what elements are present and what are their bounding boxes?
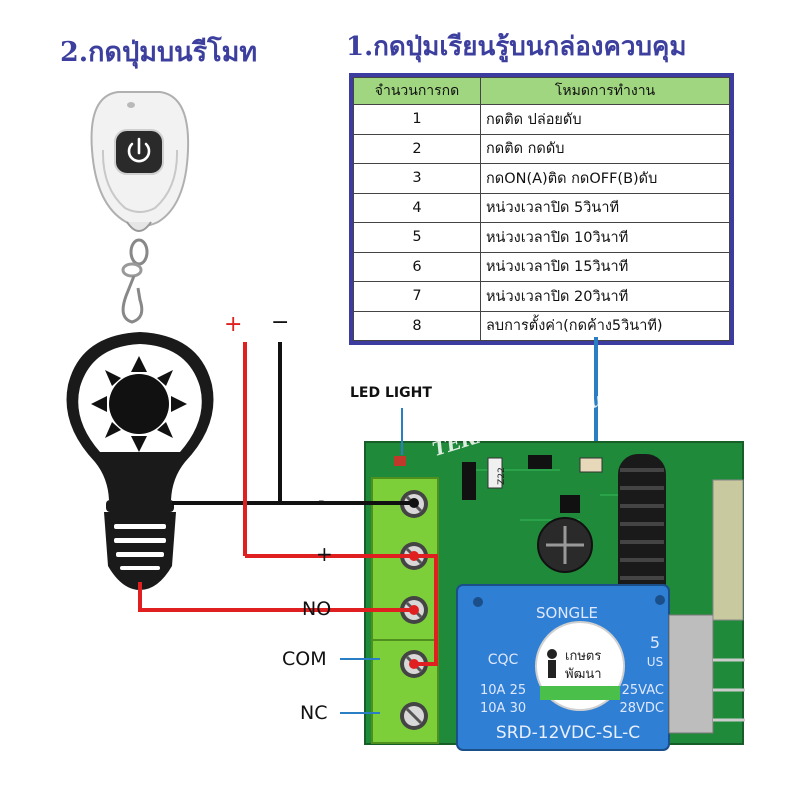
bulb-icon xyxy=(66,332,214,590)
press-count: 6 xyxy=(353,251,481,282)
terminal-screw xyxy=(400,702,428,730)
mode-description: หน่วงเวลาปิด 10วินาที xyxy=(480,222,730,253)
relay-rating-2-left: 10A 30 xyxy=(480,701,526,716)
com-label: COM xyxy=(282,648,327,670)
press-count: 7 xyxy=(353,281,481,312)
led-light xyxy=(394,456,406,466)
antenna-coil xyxy=(618,454,666,604)
remote-control xyxy=(90,91,190,324)
sun-icon xyxy=(91,356,187,452)
chip-component xyxy=(462,462,476,500)
relay-rating-1-left: 10A 25 xyxy=(480,683,526,698)
wiring xyxy=(138,342,438,714)
relay-us: US xyxy=(647,655,663,669)
mode-description: หน่วงเวลาปิด 15วินาที xyxy=(480,251,730,282)
terminal-plus-label: + xyxy=(316,542,333,566)
press-count: 2 xyxy=(353,133,481,164)
relay-cert: CQC xyxy=(488,652,519,668)
relay-rating-2-right: 28VDC xyxy=(619,701,664,716)
relay-module: Z22 SONGLE CQC 5 US 10A 25 25VAC 10A 30 … xyxy=(364,441,745,751)
mode-description: กดติด กดดับ xyxy=(480,133,730,164)
press-count: 5 xyxy=(353,222,481,253)
relay-brand: SONGLE xyxy=(536,604,598,622)
led-light-label: LED LIGHT xyxy=(350,385,432,401)
relay-five: 5 xyxy=(650,633,660,652)
press-count: 8 xyxy=(353,310,481,341)
relay-model: SRD-12VDC-SL-C xyxy=(496,723,640,743)
logo-text-line1: เกษตร xyxy=(565,649,602,664)
relay-rating-1-right: 25VAC xyxy=(622,683,664,698)
no-label: NO xyxy=(302,598,332,620)
mode-description: หน่วงเวลาปิด 5วินาที xyxy=(480,192,730,223)
nc-label: NC xyxy=(300,702,328,724)
remote-step-title: 2.กดปุ่มบนรีโมท xyxy=(60,37,258,68)
chip-label: Z22 xyxy=(497,467,507,485)
table-header-row: จำนวนการกด โหมดการทำงาน xyxy=(353,77,730,105)
shop-logo xyxy=(535,621,625,711)
mode-description: ลบการตั้งค่า(กดค้าง5วินาที) xyxy=(480,310,730,341)
logo-text-line2: พัฒนา xyxy=(565,667,602,682)
remote-power-icon xyxy=(127,137,151,163)
mode-description: กดON(A)ติด กดOFF(B)ดับ xyxy=(480,163,730,194)
mode-description: กดติด ปล่อยดับ xyxy=(480,104,730,135)
learn-step-title: 1.กดปุ่มเรียนรู้บนกล่องควบคุม xyxy=(346,32,687,62)
positive-label: + xyxy=(224,312,243,337)
terminal-minus-label: - xyxy=(318,490,325,511)
negative-label: − xyxy=(271,310,290,335)
table-header-mode: โหมดการทำงาน xyxy=(480,77,730,105)
